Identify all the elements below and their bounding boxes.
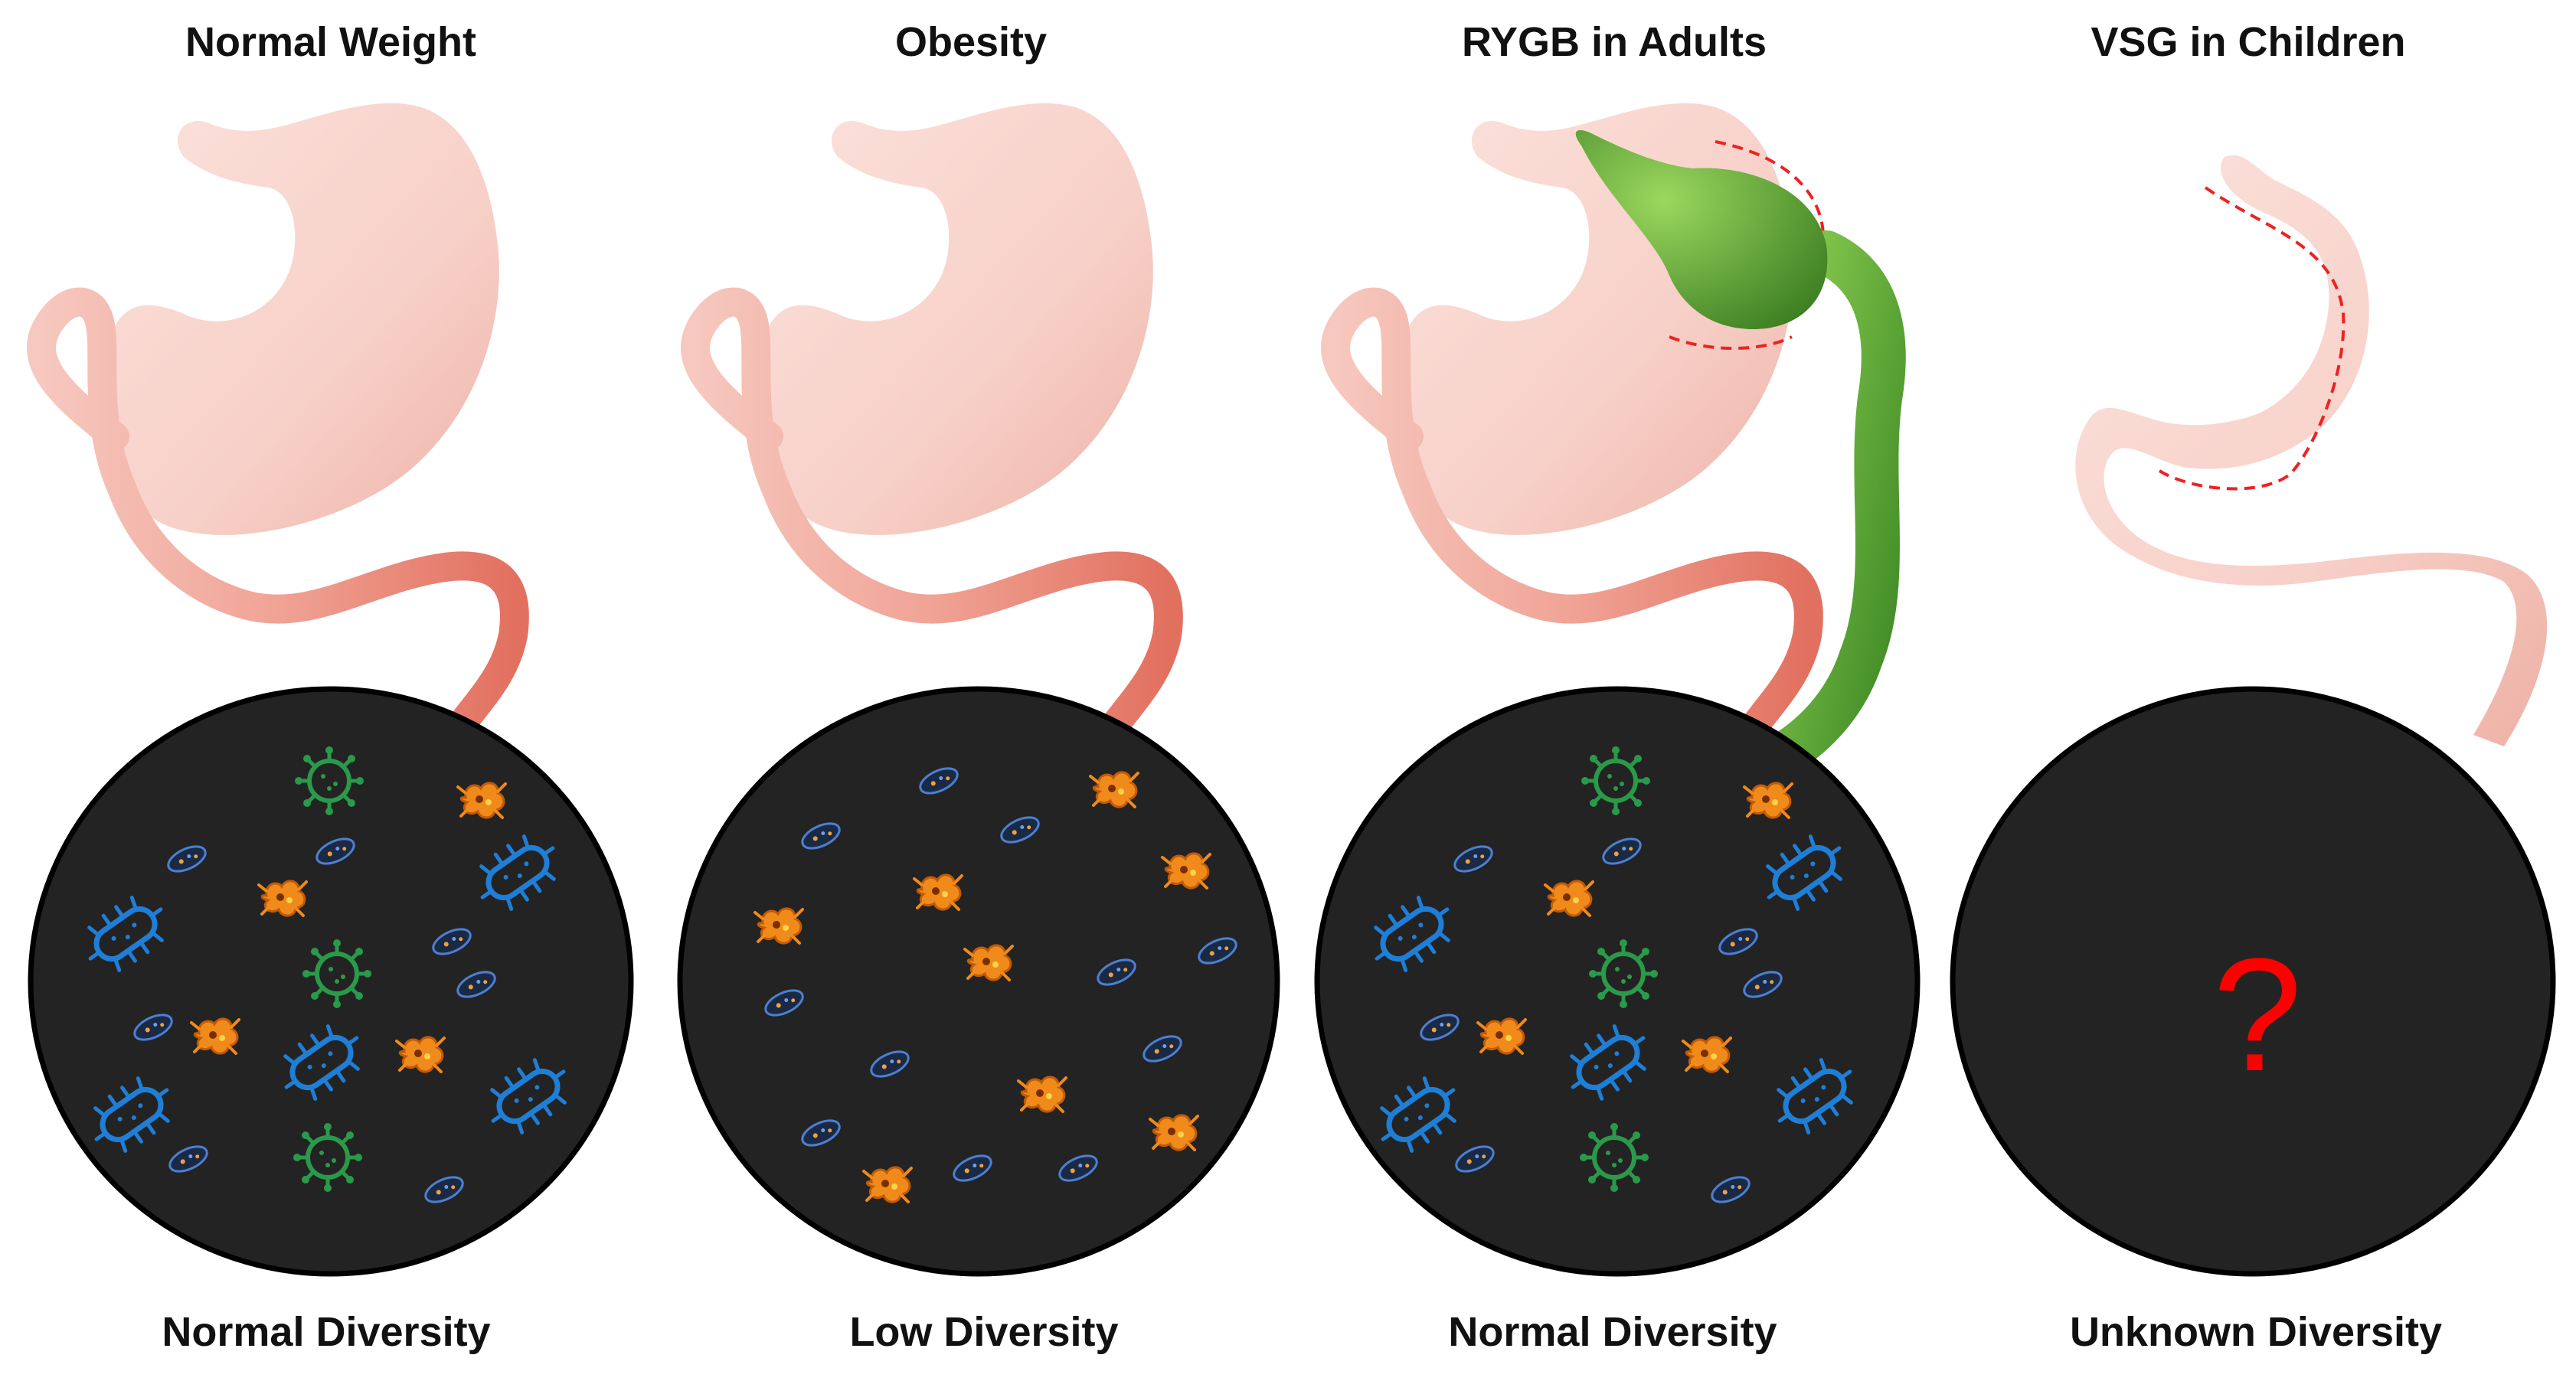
unknown-question-mark: ? [2213, 925, 2303, 1105]
red-dashed-cut-line-rygb [1669, 140, 1826, 350]
stomach-normal-weight [41, 103, 515, 727]
green-bypass-pouch [1575, 130, 1906, 776]
gut-microbiome-vsg [1950, 686, 2556, 1277]
gut-microbiome-obesity [677, 686, 1280, 1277]
gut-microbiome-rygb [1314, 686, 1921, 1277]
panel-caption-rygb: Normal Diversity [1448, 1309, 1777, 1355]
stomach-obesity [695, 103, 1169, 727]
panel-title-normal-weight: Normal Weight [185, 19, 476, 65]
panel-title-vsg-children: VSG in Children [2091, 19, 2405, 65]
panel-caption-vsg: Unknown Diversity [2070, 1309, 2442, 1355]
stomach-vsg [2075, 155, 2548, 746]
panel-title-obesity: Obesity [895, 19, 1047, 65]
panel-caption-obesity: Low Diversity [849, 1309, 1118, 1355]
panel-caption-normal-weight: Normal Diversity [162, 1309, 490, 1355]
gut-microbiome-normal-weight [28, 686, 634, 1277]
panel-title-rygb-adults: RYGB in Adults [1462, 19, 1767, 65]
